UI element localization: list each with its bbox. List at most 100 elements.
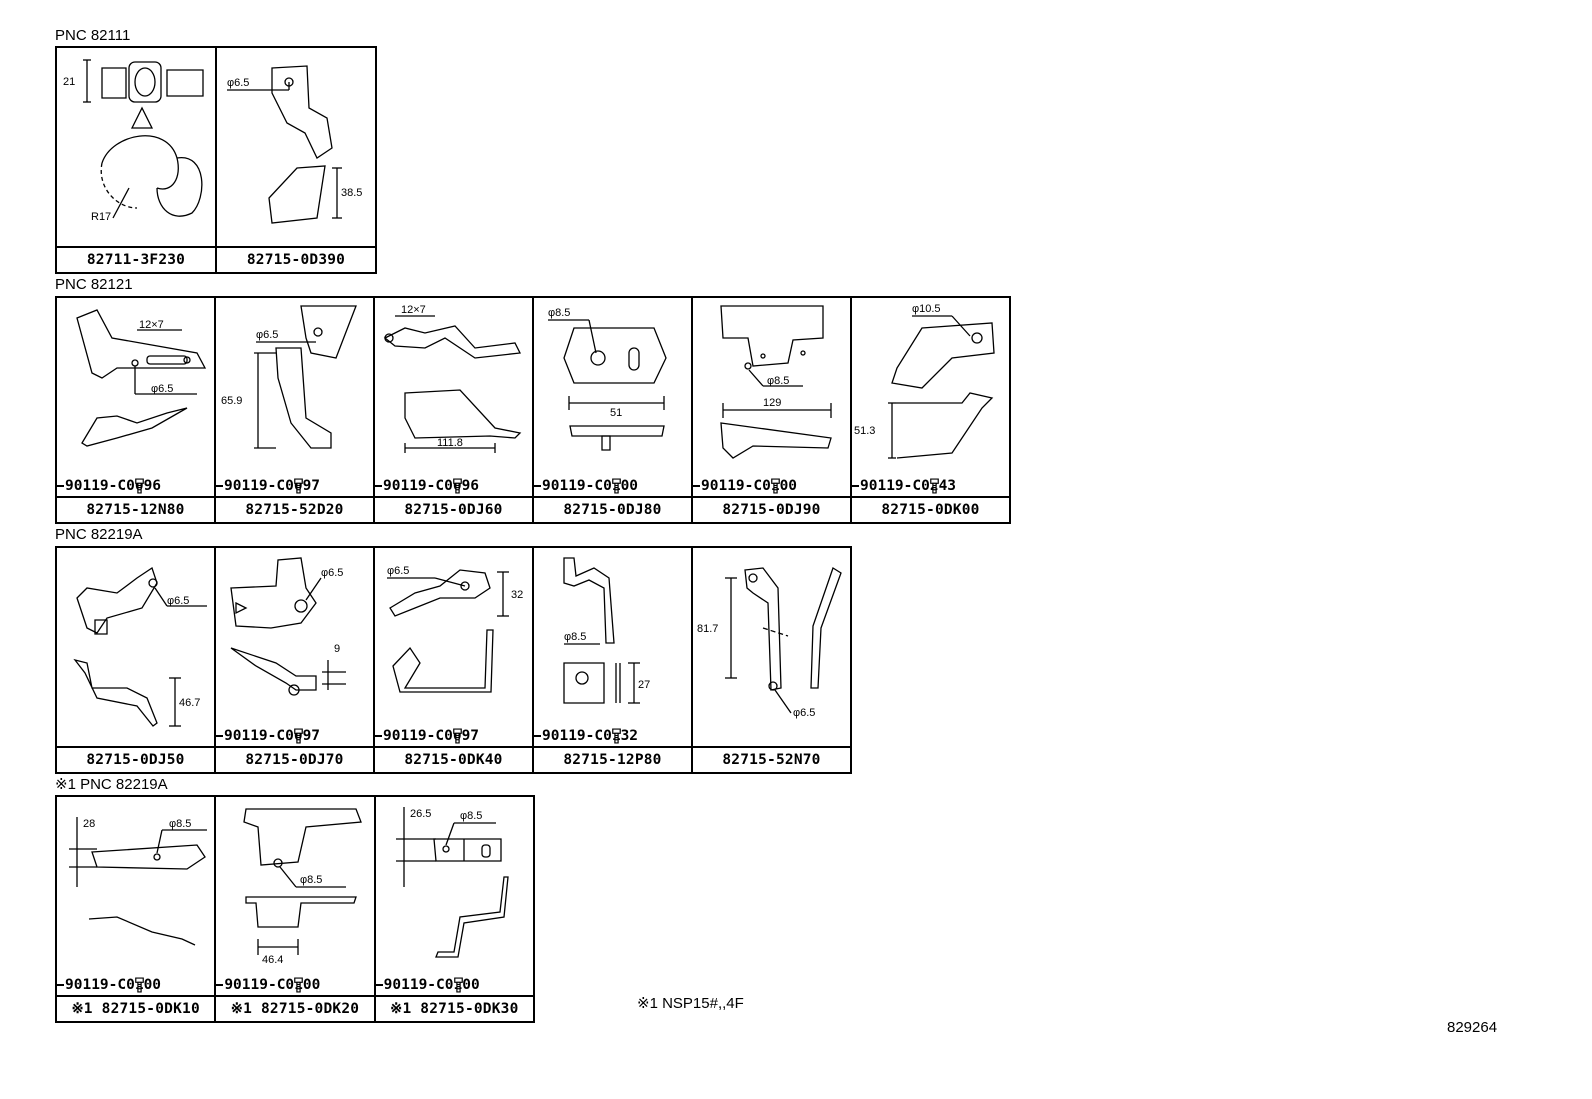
dim-label: φ6.5 (167, 595, 189, 607)
parts-grid-pnc-82121: 12×7 φ6.5 90119-C0096 82715-12N80 φ6.5 (55, 296, 1011, 524)
part-drawing: 12×7 φ6.5 90119-C0096 (57, 298, 214, 496)
section-label-pnc-82219a-variant: ※1 PNC 82219A (55, 776, 168, 793)
dim-label: φ8.5 (564, 631, 586, 643)
part-drawing: φ8.5 27 90119-C0132 (534, 548, 691, 746)
part-number[interactable]: 82715-0DJ50 (57, 746, 214, 772)
part-cell[interactable]: φ8.5 129 90119-C0100 82715-0DJ90 (693, 298, 852, 522)
bolt-icon (379, 977, 533, 993)
parts-grid-pnc-82219a-variant: 28 φ8.5 90119-C0100 ※1 82715-0DK10 (55, 795, 535, 1023)
part-drawing: φ6.5 9 90119-C0097 (216, 548, 373, 746)
bolt-callout: 90119-C0243 (855, 478, 956, 494)
part-number[interactable]: ※1 82715-0DK10 (57, 995, 215, 1021)
part-number[interactable]: 82715-0DJ80 (534, 496, 691, 522)
bolt-callout: 90119-C0097 (378, 728, 479, 744)
bolt-callout: 90119-C0100 (696, 478, 797, 494)
dim-label: 51 (610, 407, 622, 419)
bolt-icon (378, 728, 532, 744)
bolt-icon (60, 478, 214, 494)
section-label-pnc-82219a: PNC 82219A (55, 526, 143, 543)
part-cell[interactable]: 26.5 φ8.5 90119-C0100 ※1 82715-0DK30 (375, 797, 533, 1021)
part-cell[interactable]: 28 φ8.5 90119-C0100 ※1 82715-0DK10 (57, 797, 217, 1021)
dim-label: 12×7 (139, 319, 164, 331)
bolt-callout: 90119-C0096 (378, 478, 479, 494)
dim-label: 111.8 (437, 437, 463, 449)
part-drawing: φ6.5 65.9 90119-C0097 (216, 298, 373, 496)
part-cell[interactable]: φ6.5 38.5 82715-0D390 (217, 48, 375, 272)
part-cell[interactable]: φ6.5 65.9 90119-C0097 82715-52D20 (216, 298, 375, 522)
bolt-callout: 90119-C0100 (537, 478, 638, 494)
dim-label: φ6.5 (151, 383, 173, 395)
part-number[interactable]: 82711-3F230 (57, 246, 215, 272)
dim-label: φ6.5 (321, 567, 343, 579)
section-label-pnc-82111: PNC 82111 (55, 27, 131, 44)
dim-label: 38.5 (341, 187, 362, 199)
bolt-icon (537, 478, 691, 494)
part-drawing: 12×7 111.8 90119-C0096 (375, 298, 532, 496)
bolt-icon (219, 977, 373, 993)
bolt-icon (537, 728, 691, 744)
part-drawing: φ8.5 129 90119-C0100 (693, 298, 850, 496)
part-drawing: 81.7 φ6.5 (693, 548, 850, 746)
dim-label: 28 (83, 818, 95, 830)
part-number[interactable]: 82715-12N80 (57, 496, 214, 522)
part-cell[interactable]: 12×7 111.8 90119-C0096 82715-0DJ60 (375, 298, 534, 522)
dim-label: φ8.5 (169, 818, 191, 830)
part-number[interactable]: 82715-12P80 (534, 746, 691, 772)
dim-label: φ8.5 (548, 307, 570, 319)
part-cell[interactable]: 12×7 φ6.5 90119-C0096 82715-12N80 (57, 298, 216, 522)
bolt-callout: 90119-C0097 (219, 478, 320, 494)
dim-label: 46.7 (179, 697, 200, 709)
dim-label: R17 (91, 211, 111, 223)
part-cell[interactable]: φ6.5 32 90119-C0097 82715-0DK40 (375, 548, 534, 772)
part-number[interactable]: 82715-0DJ70 (216, 746, 373, 772)
part-number[interactable]: 82715-52N70 (693, 746, 850, 772)
dim-label: 9 (334, 643, 340, 655)
applicability-footnote: ※1 NSP15#,,4F (637, 995, 744, 1012)
bolt-callout: 90119-C0100 (219, 977, 320, 993)
dim-label: 46.4 (262, 954, 283, 966)
bolt-icon (696, 478, 850, 494)
part-cell[interactable]: 21 R17 82711-3F230 (57, 48, 217, 272)
part-number[interactable]: ※1 82715-0DK30 (375, 995, 533, 1021)
bolt-icon (378, 478, 532, 494)
part-number[interactable]: 82715-0DK40 (375, 746, 532, 772)
dim-label: φ6.5 (227, 77, 249, 89)
bolt-callout: 90119-C0132 (537, 728, 638, 744)
part-number[interactable]: 82715-52D20 (216, 496, 373, 522)
part-number[interactable]: 82715-0DJ60 (375, 496, 532, 522)
part-cell[interactable]: φ10.5 51.3 90119-C0243 82715-0DK00 (852, 298, 1009, 522)
part-drawing: φ8.5 46.4 90119-C0100 (216, 797, 373, 995)
dim-label: 21 (63, 76, 75, 88)
part-drawing: φ10.5 51.3 90119-C0243 (852, 298, 1009, 496)
dim-label: 32 (511, 589, 523, 601)
part-number[interactable]: 82715-0D390 (217, 246, 375, 272)
dim-label: 51.3 (854, 425, 875, 437)
part-drawing: φ8.5 51 90119-C0100 (534, 298, 691, 496)
bolt-icon (855, 478, 1009, 494)
part-cell[interactable]: φ6.5 46.7 82715-0DJ50 (57, 548, 216, 772)
part-number[interactable]: 82715-0DJ90 (693, 496, 850, 522)
dim-label: φ6.5 (256, 329, 278, 341)
dim-label: φ8.5 (460, 810, 482, 822)
part-cell[interactable]: 81.7 φ6.5 82715-52N70 (693, 548, 850, 772)
part-number[interactable]: ※1 82715-0DK20 (216, 995, 374, 1021)
bolt-callout: 90119-C0096 (60, 478, 161, 494)
part-cell[interactable]: φ8.5 51 90119-C0100 82715-0DJ80 (534, 298, 693, 522)
dim-label: φ6.5 (387, 565, 409, 577)
part-drawing: φ6.5 46.7 (57, 548, 214, 746)
bolt-callout: 90119-C0100 (379, 977, 480, 993)
bolt-icon (60, 977, 214, 993)
part-cell[interactable]: φ6.5 9 90119-C0097 82715-0DJ70 (216, 548, 375, 772)
dim-label: 65.9 (221, 395, 242, 407)
dim-label: φ10.5 (912, 303, 941, 315)
part-cell[interactable]: φ8.5 27 90119-C0132 82715-12P80 (534, 548, 693, 772)
section-label-pnc-82121: PNC 82121 (55, 276, 133, 293)
part-drawing: φ6.5 32 90119-C0097 (375, 548, 532, 746)
dim-label: φ8.5 (300, 874, 322, 886)
dim-label: φ6.5 (793, 707, 815, 719)
parts-grid-pnc-82219a: φ6.5 46.7 82715-0DJ50 φ6.5 9 (55, 546, 852, 774)
dim-label: 81.7 (697, 623, 718, 635)
part-number[interactable]: 82715-0DK00 (852, 496, 1009, 522)
diagram-reference-number: 829264 (1447, 1019, 1498, 1036)
part-cell[interactable]: φ8.5 46.4 90119-C0100 ※1 82715-0DK20 (216, 797, 376, 1021)
